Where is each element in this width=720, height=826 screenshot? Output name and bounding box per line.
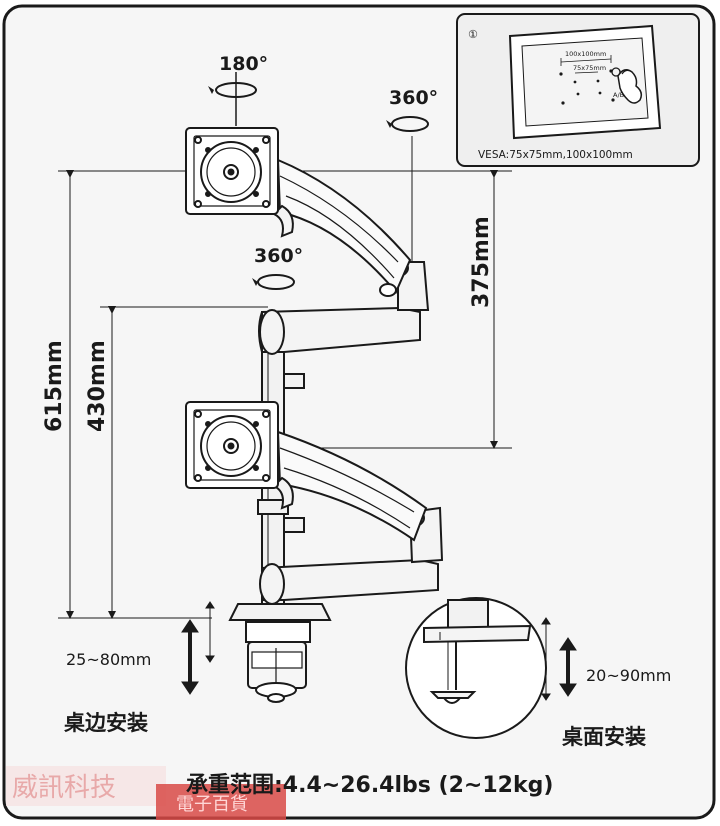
- dimension-lines: [58, 136, 512, 619]
- dimension-615: 615mm: [42, 340, 67, 432]
- rotate-360-pole-label: 360°: [389, 87, 438, 109]
- grommet-install-label: 桌面安装: [562, 725, 646, 749]
- watermark-text: 威訊科技: [12, 773, 116, 803]
- clamp-install-label: 桌边安装: [64, 711, 148, 735]
- inset-caption: VESA:75x75mm,100x100mm: [478, 149, 633, 161]
- grommet-detail: [405, 597, 547, 739]
- load-capacity: 承重范围:4.4~26.4lbs (2~12kg): [186, 773, 553, 798]
- inset-pattern-small: 75x75mm: [573, 64, 606, 72]
- watermark-badge: 電子百貨: [176, 794, 248, 815]
- desk-clamp: [228, 603, 332, 703]
- diagram-frame: [2, 4, 716, 820]
- watermark: 威訊科技 電子百貨: [6, 766, 286, 820]
- dimension-430: 430mm: [85, 340, 110, 432]
- lower-vesa-plate: [185, 401, 279, 489]
- inset-pattern-large: 100x100mm: [565, 50, 606, 58]
- rotate-180-label: 180°: [219, 53, 268, 75]
- hand-icon: [611, 67, 643, 104]
- dimension-375: 375mm: [469, 216, 494, 308]
- grommet-range-label: 20~90mm: [586, 666, 671, 685]
- clamp-range-arrows: [181, 601, 215, 695]
- rotate-360-joint-label: 360°: [254, 245, 303, 267]
- clamp-range-label: 25~80mm: [66, 650, 151, 669]
- vesa-inset: ① 100x100mm 75x75mm A/B VESA:75x75mm,100…: [456, 13, 700, 167]
- monitor-mount: [185, 127, 444, 703]
- rotate-180-icon: [208, 72, 257, 126]
- inset-marker: A/B: [613, 91, 624, 99]
- grommet-range-arrows: [541, 617, 577, 701]
- inset-number: ①: [468, 28, 478, 41]
- top-vesa-plate: [185, 127, 279, 215]
- rotate-360-joint-icon: [252, 274, 295, 290]
- rotate-360-pole-icon: [386, 116, 429, 132]
